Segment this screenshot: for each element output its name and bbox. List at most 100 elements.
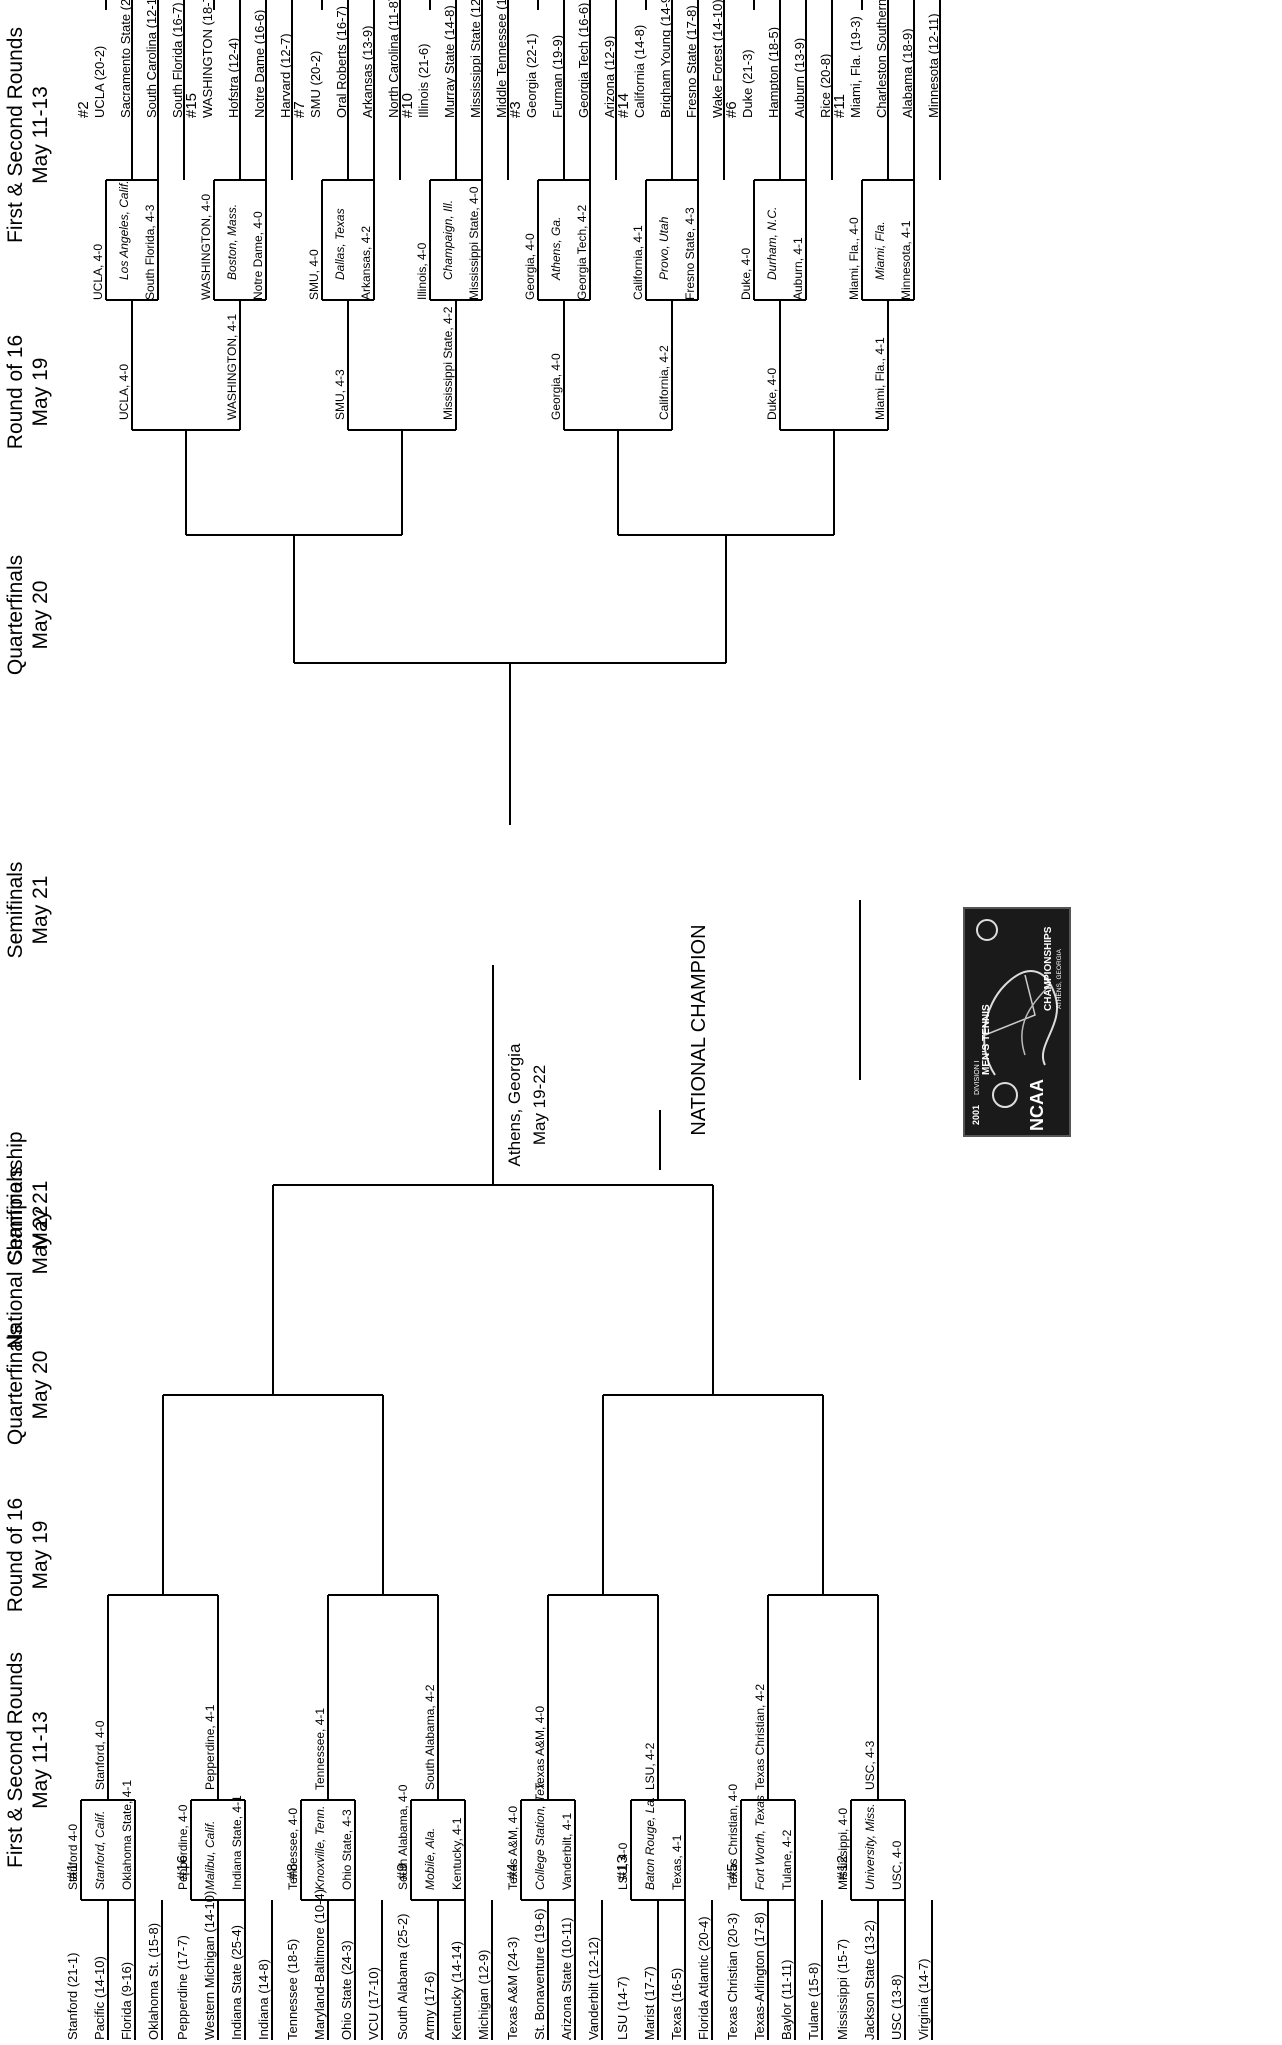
first-round-result: Oklahoma State, 4-1: [120, 1780, 134, 1890]
first-round-result: Vanderbilt, 4-1: [560, 1813, 574, 1890]
first-round-result: Mississippi State, 4-0: [467, 186, 481, 300]
team-label: Georgia (22-1): [524, 33, 539, 118]
first-round-result: Georgia, 4-0: [523, 233, 537, 300]
logo-place: ATHENS, GEORGIA: [1056, 949, 1063, 1009]
team-label: Kentucky (14-14): [449, 1941, 464, 2040]
team-label: Georgia Tech (16-6): [576, 3, 591, 118]
round-header-name: National Championship: [4, 1131, 27, 1348]
round-header-date: May 21: [29, 876, 52, 945]
team-label: Illinois (21-6): [416, 44, 431, 118]
seed-label: #5: [724, 1863, 741, 1880]
first-round-result: Pepperdine, 4-0: [176, 1804, 190, 1890]
site-label: Baton Rouge, La.: [643, 1797, 657, 1890]
team-label: Florida (9-16): [119, 1962, 134, 2040]
team-label: WASHINGTON (18-7): [200, 0, 215, 118]
first-round-result: Ohio State, 4-3: [340, 1809, 354, 1890]
first-round-result: South Florida, 4-3: [143, 204, 157, 300]
team-label: Indiana State (25-4): [229, 1925, 244, 2040]
round-header-name: Semifinals: [4, 862, 27, 959]
first-round-result: Tulane, 4-2: [780, 1829, 794, 1890]
team-label: UCLA (20-2): [92, 46, 107, 118]
round-header-name: Quarterfinals: [4, 555, 27, 675]
site-label: Durham, N.C.: [765, 207, 779, 280]
team-label: Western Michigan (14-10): [202, 1891, 217, 2040]
team-label: Sacramento State (20-2): [118, 0, 133, 118]
first-round-result: Stanford 4-0: [66, 1824, 80, 1890]
team-label: Ohio State (24-3): [339, 1940, 354, 2040]
first-round-result: Texas, 4-1: [670, 1834, 684, 1890]
site-label: Boston, Mass.: [225, 204, 239, 280]
team-label: Oklahoma St. (15-8): [146, 1923, 161, 2040]
team-label: Auburn (13-9): [792, 38, 807, 118]
site-label: University, Miss.: [863, 1804, 877, 1890]
team-label: South Alabama (25-2): [395, 1914, 410, 2040]
second-round-result: Tennessee, 4-1: [313, 1708, 327, 1790]
round-header-date: May 21: [29, 1181, 52, 1250]
site-label: Malibu, Calif.: [203, 1821, 217, 1890]
first-round-result: Indiana State, 4-1: [230, 1795, 244, 1890]
team-label: Fresno State (17-8): [684, 5, 699, 118]
team-label: USC (13-8): [889, 1974, 904, 2040]
first-round-result: South Alabama, 4-0: [396, 1784, 410, 1890]
event-dates: May 19-22: [530, 1065, 549, 1145]
team-label: South Carolina (12-12): [144, 0, 159, 118]
event-location: Athens, Georgia: [505, 1043, 524, 1166]
second-round-result: SMU, 4-3: [333, 369, 347, 420]
second-round-result: Texas Christian, 4-2: [753, 1684, 767, 1790]
first-round-result: USC, 4-0: [890, 1840, 904, 1890]
team-label: SMU (20-2): [308, 51, 323, 118]
seed-label: #8: [284, 1863, 301, 1880]
first-round-result: Mississippi, 4-0: [836, 1808, 850, 1890]
team-label: Alabama (18-9): [900, 28, 915, 118]
seed-label: #1: [64, 1863, 81, 1880]
second-round-result: Texas A&M, 4-0: [533, 1706, 547, 1790]
first-round-result: Fresno State, 4-3: [683, 207, 697, 300]
first-round-result: Texas Christian, 4-0: [726, 1784, 740, 1890]
first-round-result: UCLA, 4-0: [91, 244, 105, 300]
team-label: Indiana (14-8): [256, 1959, 271, 2040]
first-round-result: WASHINGTON, 4-0: [199, 194, 213, 300]
round-header-name: Round of 16: [4, 1498, 27, 1612]
round-header-name: Quarterfinals: [4, 1325, 27, 1445]
first-round-result: Illinois, 4-0: [415, 242, 429, 300]
round-header-date: May 20: [29, 581, 52, 650]
national-champion-label: NATIONAL CHAMPION: [688, 924, 710, 1135]
ncaa-mens-tennis-logo: NCAA 2001 DIVISION I MEN'S TENNIS CHAMPI…: [963, 907, 1071, 1137]
site-label: Fort Worth, Texas: [753, 1795, 767, 1890]
logo-artwork: NCAA 2001 DIVISION I MEN'S TENNIS CHAMPI…: [971, 919, 1063, 1131]
site-label: Champaign, Ill.: [441, 200, 455, 280]
team-label: Jackson State (13-2): [862, 1920, 877, 2040]
team-label: Duke (21-3): [740, 49, 755, 118]
team-label: Notre Dame (16-6): [252, 10, 267, 118]
logo-event: CHAMPIONSHIPS: [1043, 926, 1054, 1011]
team-label: Tulane (15-8): [806, 1962, 821, 2040]
second-round-result: Stanford, 4-0: [93, 1720, 107, 1790]
round-header-date: May 22: [29, 1206, 52, 1275]
first-round-result: Notre Dame, 4-0: [251, 211, 265, 300]
logo-division: DIVISION I: [974, 1060, 981, 1095]
site-label: Athens, Ga.: [549, 217, 563, 281]
round-header-name: Round of 16: [4, 335, 27, 449]
round-header-date: May 19: [29, 1521, 52, 1590]
seed-label: #16: [174, 1855, 191, 1880]
seed-label: #3: [507, 101, 524, 118]
team-label: California (14-8): [632, 25, 647, 118]
team-label: Arizona State (10-11): [559, 1917, 574, 2040]
team-label: Texas Christian (20-3): [725, 1913, 740, 2040]
second-round-result: South Alabama, 4-2: [423, 1684, 437, 1790]
seed-label: #10: [399, 93, 416, 118]
second-round-result: California, 4-2: [657, 345, 671, 420]
first-round-result: Texas A&M, 4-0: [506, 1806, 520, 1890]
first-round-result: Georgia Tech, 4-2: [575, 205, 589, 300]
second-round-result: Duke, 4-0: [765, 368, 779, 420]
team-label: Middle Tennessee (16-6): [494, 0, 509, 118]
team-label: Wake Forest (14-10): [710, 0, 725, 118]
seed-label: #4: [504, 1863, 521, 1880]
site-label: Mobile, Ala.: [423, 1828, 437, 1890]
team-label: Furman (19-9): [550, 35, 565, 118]
site-label: Knoxville, Tenn.: [313, 1806, 327, 1890]
team-label: Texas (16-5): [669, 1968, 684, 2040]
team-label: South Florida (16-7): [170, 2, 185, 118]
first-round-result: Miami, Fla., 4-0: [847, 217, 861, 300]
